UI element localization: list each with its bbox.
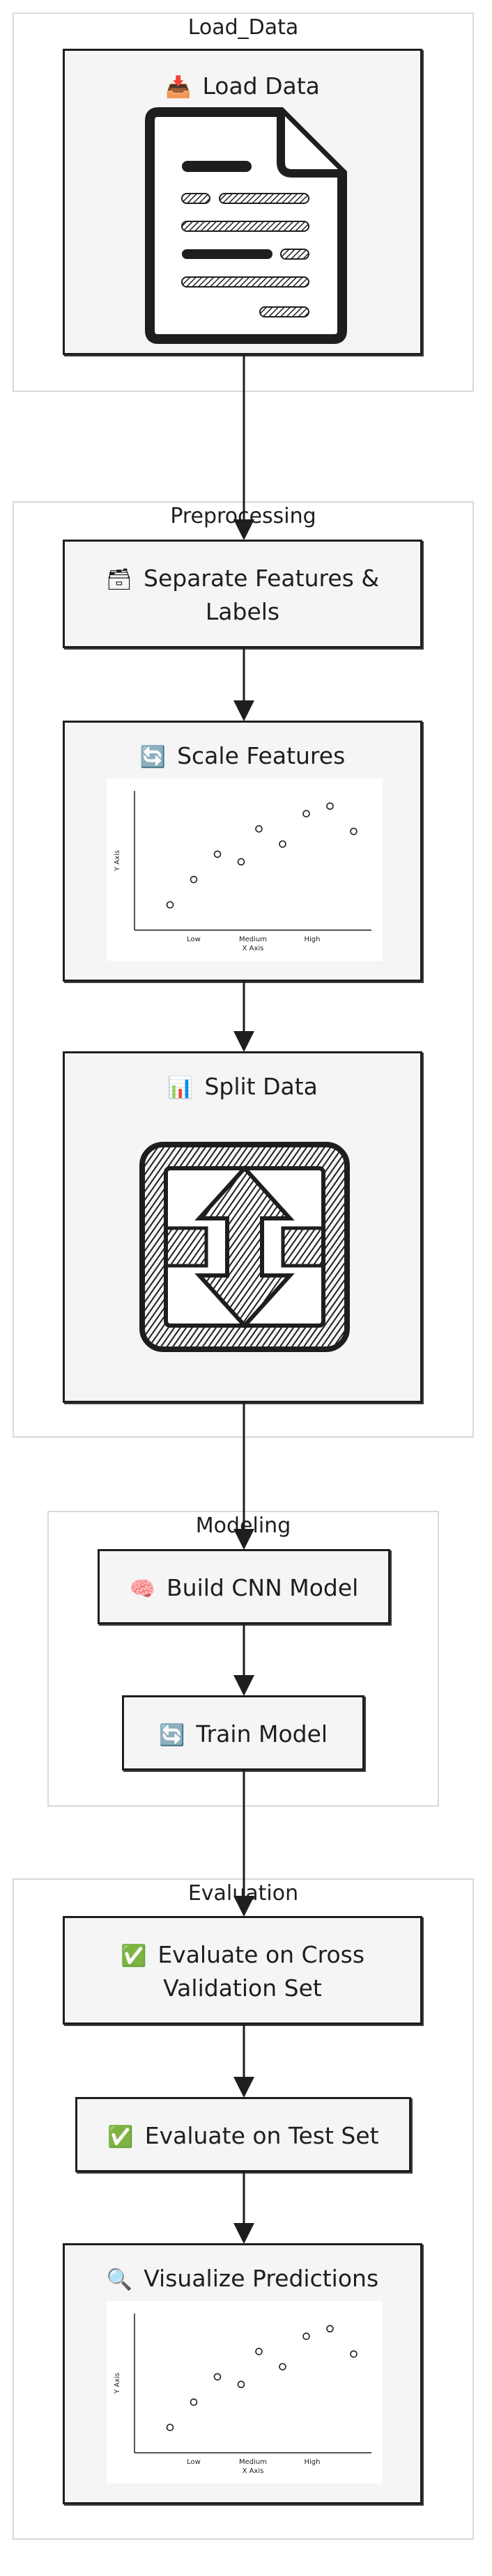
- scatter-point-3: [237, 858, 245, 866]
- visualize-label: Visualize Predictions: [144, 2265, 379, 2292]
- node-label-build: 🧠 Build CNN Model: [100, 1572, 388, 1605]
- separate-label-line1: Separate Features &: [144, 565, 380, 592]
- scatter-plot-scale: Low Medium High X Axis Y Axis: [107, 778, 383, 961]
- eval-cv-label-line2: Validation Set: [163, 1974, 322, 2002]
- node-load-data[interactable]: 📥 Load Data: [63, 49, 422, 355]
- eval-test-label: Evaluate on Test Set: [144, 2122, 379, 2149]
- x-axis-label: X Axis: [243, 2467, 264, 2475]
- train-model-label: Train Model: [196, 1720, 328, 1748]
- node-label-eval-cv: ✅ Evaluate on Cross Validation Set: [65, 1939, 420, 2004]
- card-index-icon: 🗃: [105, 567, 133, 592]
- x-tick-label: High: [305, 936, 321, 943]
- node-split-data[interactable]: 📊 Split Data: [63, 1051, 422, 1403]
- check-mark-icon: ✅: [120, 1943, 147, 1968]
- scatter-point-7: [326, 2325, 334, 2333]
- node-visualize-predictions[interactable]: 🔍 Visualize Predictions Low Medium High X Ax…: [63, 2243, 422, 2504]
- magnifier-icon: 🔍: [106, 2267, 133, 2292]
- node-label-eval-test: ✅ Evaluate on Test Set: [77, 2120, 409, 2153]
- node-build-cnn[interactable]: 🧠 Build CNN Model: [98, 1549, 390, 1624]
- x-tick-label: Low: [187, 2458, 201, 2466]
- node-label-train: 🔄 Train Model: [124, 1718, 362, 1752]
- x-tick-label: Medium: [239, 2458, 267, 2466]
- y-axis-label: Y Axis: [114, 2373, 121, 2394]
- node-label-load-data: 📥 Load Data: [65, 70, 420, 104]
- scatter-point-7: [326, 802, 334, 810]
- scale-features-label: Scale Features: [177, 742, 346, 769]
- y-axis-label: Y Axis: [114, 850, 121, 872]
- scatter-point-4: [255, 825, 263, 833]
- node-evaluate-cv[interactable]: ✅ Evaluate on Cross Validation Set: [63, 1916, 422, 2025]
- node-label-scale: 🔄 Scale Features: [65, 740, 420, 773]
- split-arrows-icon: [139, 1142, 350, 1352]
- node-scale-features[interactable]: 🔄 Scale Features Low Medium High X Axis Y Axi…: [63, 721, 422, 982]
- x-tick-label: Medium: [239, 936, 267, 943]
- eval-cv-label-line1: Evaluate on Cross: [157, 1941, 365, 1968]
- check-mark-icon: ✅: [107, 2124, 134, 2149]
- node-separate-features[interactable]: 🗃 Separate Features & Labels: [63, 540, 422, 648]
- scatter-plot-visualize: Low Medium High X Axis Y Axis: [107, 2301, 383, 2483]
- bar-chart-icon: 📊: [167, 1075, 194, 1100]
- group-title-load-data: Load_Data: [187, 15, 299, 40]
- scatter-point-2: [213, 2373, 222, 2381]
- node-label-separate: 🗃 Separate Features & Labels: [65, 563, 420, 628]
- scatter-point-8: [350, 827, 358, 835]
- separate-label-line2: Labels: [205, 597, 280, 625]
- scatter-point-3: [237, 2380, 245, 2389]
- scatter-point-4: [255, 2348, 263, 2355]
- refresh-icon: 🔄: [158, 1722, 185, 1748]
- scatter-point-1: [190, 2398, 198, 2406]
- node-label-visualize: 🔍 Visualize Predictions: [65, 2263, 420, 2296]
- split-data-label: Split Data: [204, 1073, 318, 1100]
- x-axis-label: X Axis: [243, 945, 264, 952]
- scatter-point-6: [302, 2332, 310, 2341]
- node-evaluate-test[interactable]: ✅ Evaluate on Test Set: [75, 2097, 411, 2172]
- build-cnn-label: Build CNN Model: [167, 1574, 359, 1601]
- scatter-point-0: [166, 2424, 174, 2431]
- scatter-point-6: [302, 810, 310, 818]
- refresh-icon: 🔄: [139, 744, 167, 769]
- scatter-point-5: [279, 2363, 286, 2371]
- scatter-point-5: [279, 840, 286, 848]
- document-icon: [145, 107, 347, 344]
- x-tick-label: High: [305, 2458, 321, 2466]
- x-tick-label: Low: [187, 936, 201, 943]
- node-train-model[interactable]: 🔄 Train Model: [122, 1695, 364, 1770]
- brain-icon: 🧠: [129, 1576, 156, 1601]
- scatter-point-1: [190, 875, 198, 883]
- scatter-point-0: [166, 901, 174, 909]
- inbox-tray-icon: 📥: [165, 74, 192, 100]
- scatter-point-2: [213, 850, 222, 858]
- load-data-label: Load Data: [202, 72, 320, 100]
- scatter-point-8: [350, 2350, 358, 2358]
- node-label-split: 📊 Split Data: [65, 1071, 420, 1104]
